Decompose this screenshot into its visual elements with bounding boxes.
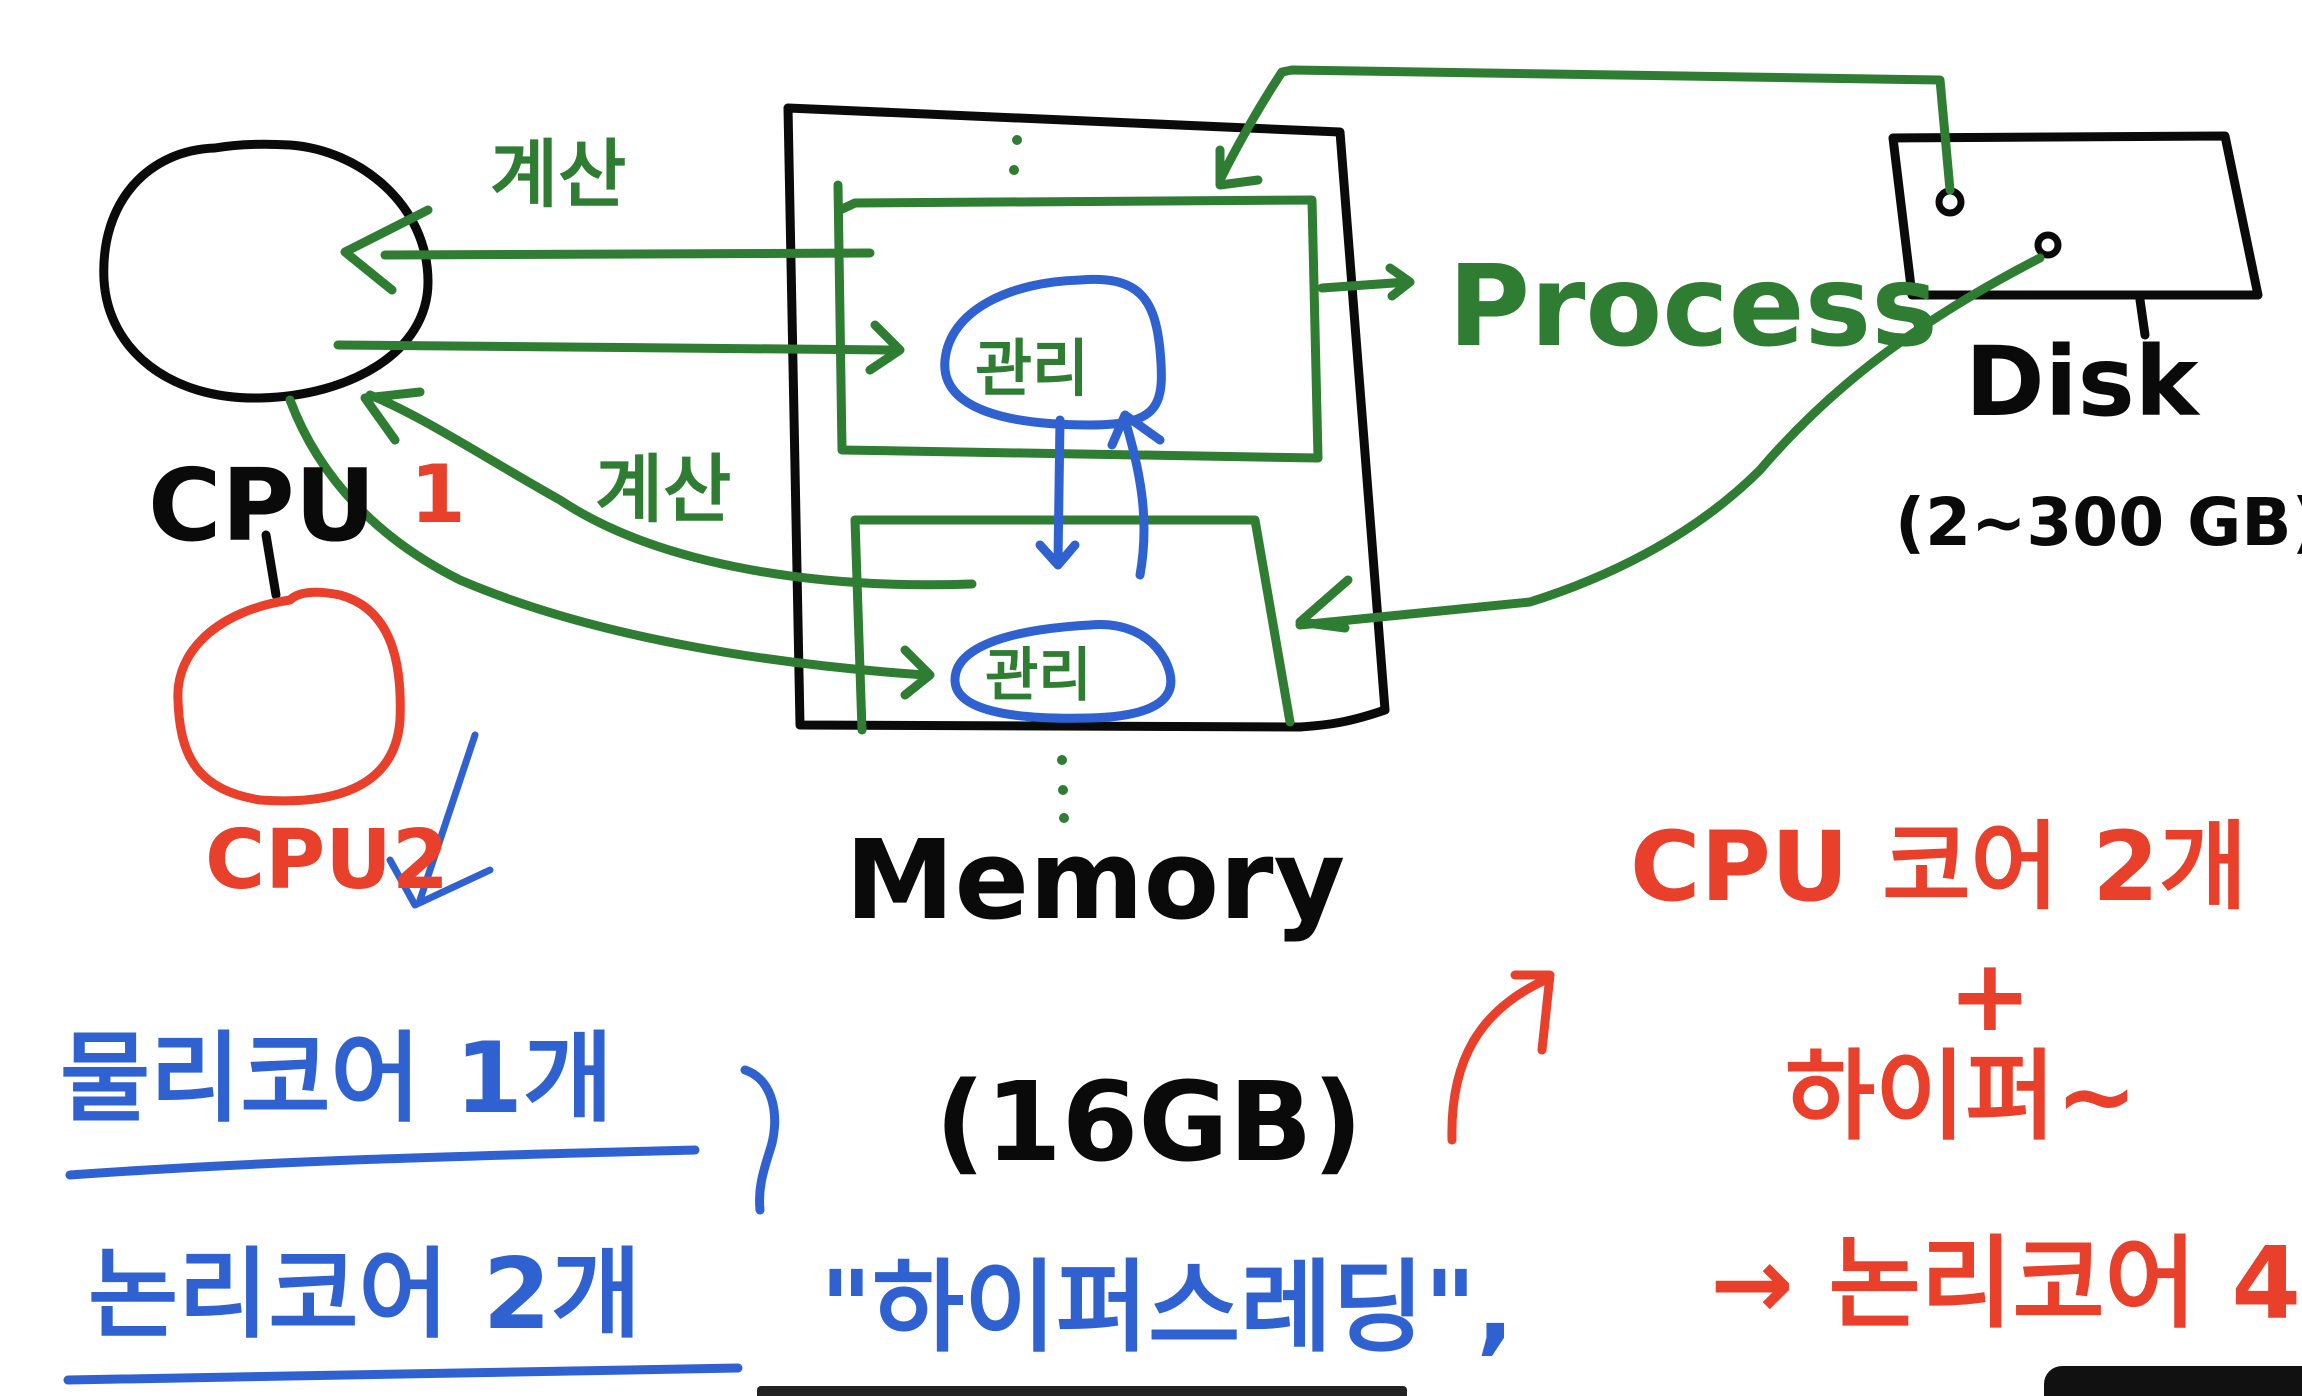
cpu2-label: CPU2 — [205, 813, 449, 908]
manage-bottom-label: 관리 — [985, 641, 1092, 709]
cpu-circle — [99, 139, 433, 403]
calc-bottom-label: 계산 — [595, 447, 731, 533]
physical-core-underline — [65, 1145, 700, 1180]
disk-size-label: (2~300 GB) — [1895, 484, 2302, 561]
physical-core-note: 물리코어 1개 — [60, 1022, 613, 1136]
manage-bottom-oval — [950, 619, 1176, 723]
cpu-label: CPU — [148, 447, 376, 564]
hyper-note: 하이퍼~ — [1785, 1040, 2138, 1154]
memory-dots — [1009, 135, 1069, 823]
disk-stem — [2135, 295, 2150, 340]
memory-size-label: (16GB) — [935, 1058, 1363, 1186]
core-notes-bracket — [740, 1065, 780, 1215]
memory-label: Memory — [845, 816, 1345, 944]
disk-to-memory-top-line — [1215, 65, 1955, 195]
memory-box — [783, 103, 1390, 732]
logical-core-note: 논리코어 2개 — [88, 1238, 641, 1352]
cpu2-blue-arrow — [386, 731, 494, 909]
disk-box — [1888, 131, 2263, 300]
cpu-core-count-note: CPU 코어 2개 — [1630, 811, 2247, 923]
disk-to-memory-bottom-line — [1295, 253, 2045, 630]
process-box-top — [833, 180, 1323, 463]
disk-hole-2 — [2034, 231, 2062, 259]
red-curve-arrow — [1447, 970, 1555, 1145]
cpu-to-bottom-box-arrow — [285, 395, 935, 700]
cpu-one-label: 1 — [410, 448, 466, 541]
corner-control-button[interactable] — [2044, 1366, 2302, 1396]
logical-core-result-note: → 논리코어 4개 — [1710, 1225, 2302, 1342]
process-label: Process — [1448, 242, 1938, 372]
disk-to-memory-top-arrowhead — [1215, 145, 1263, 190]
process-arrow — [1317, 263, 1415, 301]
disk-label: Disk — [1965, 326, 2201, 438]
scroll-indicator[interactable] — [757, 1386, 1407, 1396]
plus-note: + — [1948, 937, 2032, 1054]
calc-top-label: 계산 — [490, 132, 626, 218]
manage-up-arrow — [1107, 410, 1165, 580]
manage-top-label: 관리 — [975, 332, 1089, 405]
manage-down-arrow — [1035, 415, 1080, 570]
manage-top-oval — [940, 274, 1166, 430]
cpu2-circle — [173, 587, 405, 806]
bottom-box-to-cpu-arrow — [360, 387, 977, 590]
hyperthreading-note: "하이퍼스레딩", — [820, 1249, 1514, 1366]
logical-core-underline — [63, 1363, 743, 1385]
disk-to-memory-bottom-arrowhead — [1295, 575, 1353, 633]
top-box-to-cpu-arrow — [340, 205, 875, 295]
cpu-stem — [261, 530, 281, 600]
cpu-to-top-box-arrow — [333, 320, 905, 375]
